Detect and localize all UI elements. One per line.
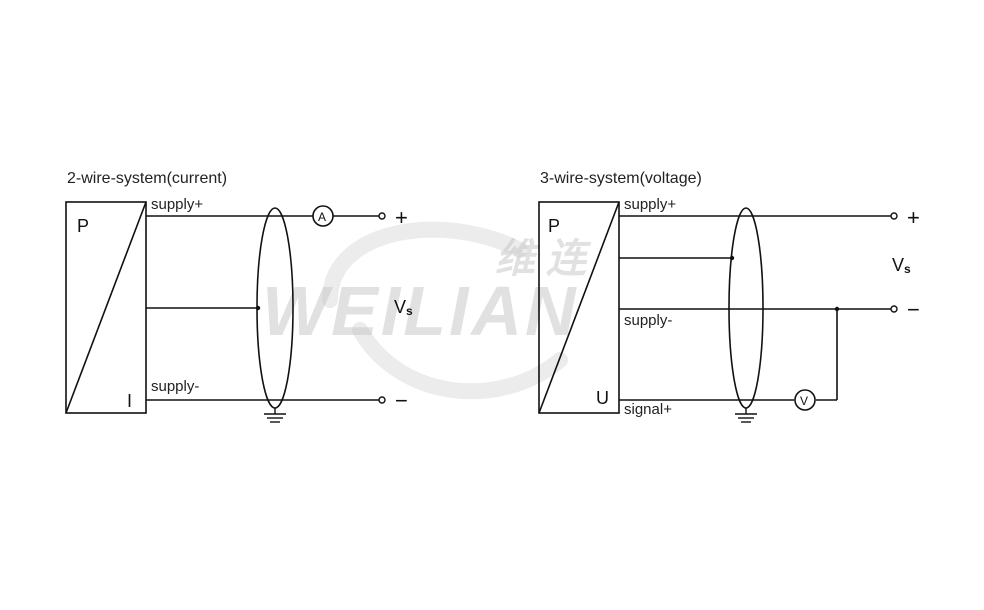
terminal-minus [378,396,386,404]
transmitter-block [538,201,620,414]
terminal-plus [378,212,386,220]
voltmeter-icon: V [794,389,816,411]
label-supply-minus: supply- [151,378,199,395]
terminal-plus [890,212,898,220]
block-letter-p: P [548,216,560,236]
block-letter-i: I [127,391,132,411]
block-letter-u: U [596,388,609,408]
ammeter-letter: A [318,210,326,224]
watermark-swoosh [322,221,568,400]
block-letter-p: P [77,216,89,236]
ammeter-icon: A [312,205,334,227]
diagram-2-wire: 2-wire-system(current) P I supply+ suppl… [65,170,413,423]
block-diagonal [65,201,147,414]
diagram-3-wire: 3-wire-system(voltage) P U supply+ suppl… [538,170,920,423]
block-diagonal [538,201,620,414]
cable-shield-ellipse [728,207,764,409]
label-supply-plus: supply+ [151,196,203,213]
label-signal-plus: signal+ [624,401,672,418]
symbol-minus: − [907,297,920,322]
vs-label: Vs [892,255,911,276]
diagram-title-2-wire: 2-wire-system(current) [67,170,227,187]
terminal-minus [890,305,898,313]
label-supply-minus: supply- [624,312,672,329]
watermark-chinese: 维 连 [495,237,592,281]
label-supply-plus: supply+ [624,196,676,213]
voltmeter-letter: V [800,394,808,408]
vs-label: Vs [394,297,413,318]
symbol-minus: − [395,388,408,413]
watermark-brand: WEILIAN [262,272,579,350]
watermark: WEILIAN 维 连 [262,221,592,400]
ground-icon [264,408,286,423]
ground-icon [735,408,757,423]
diagram-title-3-wire: 3-wire-system(voltage) [540,170,702,187]
symbol-plus: + [395,205,408,230]
symbol-plus: + [907,205,920,230]
